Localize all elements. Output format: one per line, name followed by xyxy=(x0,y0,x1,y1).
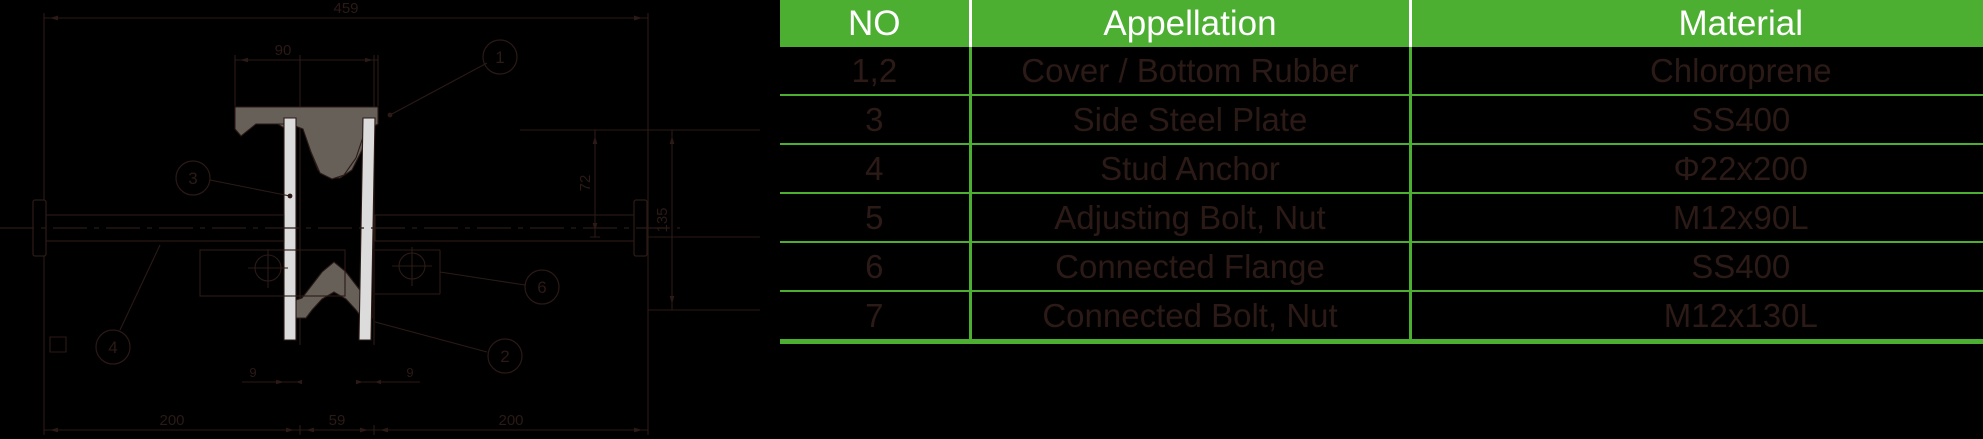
dimension-overall-height: 135 xyxy=(654,129,677,311)
frame-corner-mark xyxy=(49,336,67,353)
column-header-appellation: Appellation xyxy=(970,0,1412,47)
cell-appellation: Side Steel Plate xyxy=(970,94,1412,144)
dim-200-left-label: 200 xyxy=(159,412,184,429)
cell-no: 1,2 xyxy=(780,47,972,95)
dim-459-label: 459 xyxy=(333,0,358,17)
table-body: 1,2 Cover / Bottom Rubber Chloroprene 3 … xyxy=(780,47,1983,344)
dim-135-label: 135 xyxy=(654,207,671,232)
flange-crosshair-left xyxy=(248,249,288,288)
cell-material: SS400 xyxy=(1410,241,1983,291)
dimension-plate-thickness-left: 9 xyxy=(242,365,302,385)
dimension-upper-height: 72 xyxy=(577,129,600,238)
cell-material: Chloroprene xyxy=(1410,47,1983,95)
cell-no: 3 xyxy=(780,94,972,144)
cell-appellation: Connected Flange xyxy=(970,241,1412,291)
table-header: NO Appellation Material xyxy=(780,0,1983,47)
cell-material: SS400 xyxy=(1410,94,1983,144)
bill-of-materials-table: NO Appellation Material 1,2 Cover / Bott… xyxy=(780,0,1983,344)
dim-90-label: 90 xyxy=(275,42,292,59)
cell-material: M12x130L xyxy=(1410,290,1983,344)
cell-appellation: Adjusting Bolt, Nut xyxy=(970,192,1412,242)
dim-59-label: 59 xyxy=(329,412,346,429)
table-row[interactable]: 6 Connected Flange SS400 xyxy=(780,241,1983,291)
flange-box-left xyxy=(199,249,346,297)
table-row[interactable]: 7 Connected Bolt, Nut M12x130L xyxy=(780,290,1983,344)
table-row[interactable]: 4 Stud Anchor Φ22x200 xyxy=(780,143,1983,193)
balloon-6-label: 6 xyxy=(537,278,546,297)
dim-9-left-label: 9 xyxy=(249,365,256,380)
technical-drawing-pane: 459 90 xyxy=(0,0,780,439)
balloon-4-label: 4 xyxy=(108,338,117,357)
balloon-2-label: 2 xyxy=(500,347,509,366)
cell-no: 6 xyxy=(780,241,972,291)
dimension-plate-thickness-right: 9 xyxy=(356,365,420,385)
dimension-gap-width: 90 xyxy=(234,42,379,106)
cell-material: Φ22x200 xyxy=(1410,143,1983,193)
table-row[interactable]: 3 Side Steel Plate SS400 xyxy=(780,94,1983,144)
balloon-1[interactable]: 1 xyxy=(387,39,518,118)
connected-flange-symbols xyxy=(199,247,441,297)
balloon-6[interactable]: 6 xyxy=(439,269,560,305)
cell-appellation: Stud Anchor xyxy=(970,143,1412,193)
balloon-3-label: 3 xyxy=(188,169,197,188)
dim-9-right-label: 9 xyxy=(406,365,413,380)
cell-no: 7 xyxy=(780,290,972,344)
bottom-rubber-profile xyxy=(295,261,373,319)
column-header-material: Material xyxy=(1410,0,1983,47)
balloon-1-label: 1 xyxy=(495,48,504,67)
side-steel-plate-right xyxy=(358,117,376,341)
cell-no: 5 xyxy=(780,192,972,242)
cell-appellation: Connected Bolt, Nut xyxy=(970,290,1412,344)
table-row[interactable]: 5 Adjusting Bolt, Nut M12x90L xyxy=(780,192,1983,242)
dim-72-label: 72 xyxy=(577,175,594,192)
bill-of-materials-pane: NO Appellation Material 1,2 Cover / Bott… xyxy=(780,0,1983,439)
dimension-chain-bottom: 200 59 200 xyxy=(43,412,649,435)
table-header-row: NO Appellation Material xyxy=(780,0,1983,47)
side-steel-plate-left xyxy=(283,117,297,341)
balloon-3[interactable]: 3 xyxy=(175,160,293,199)
cell-material: M12x90L xyxy=(1410,192,1983,242)
dim-200-right-label: 200 xyxy=(498,412,523,429)
dimension-overall-width: 459 xyxy=(43,0,649,23)
cell-no: 4 xyxy=(780,143,972,193)
flange-crosshair-right xyxy=(392,247,432,286)
balloon-4[interactable]: 4 xyxy=(95,244,161,365)
expansion-joint-drawing: 459 90 xyxy=(0,0,780,439)
cell-appellation: Cover / Bottom Rubber xyxy=(970,47,1412,95)
column-header-no: NO xyxy=(780,0,972,47)
table-row[interactable]: 1,2 Cover / Bottom Rubber Chloroprene xyxy=(780,47,1983,95)
balloon-2[interactable]: 2 xyxy=(374,321,523,374)
